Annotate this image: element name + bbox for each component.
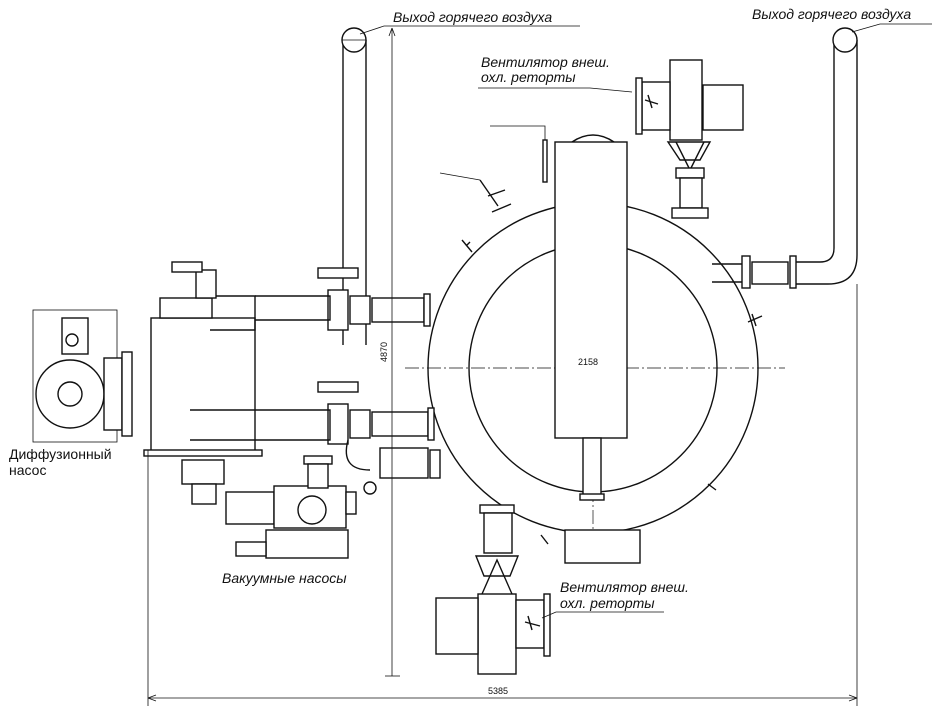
fan-bottom (435, 504, 551, 675)
retort-diameter-dimension: 2158 (578, 357, 599, 367)
fan-top-label-line1: Вентилятор внеш. (481, 54, 610, 70)
dimension-lines (147, 27, 858, 706)
hot-air-outlet-right-label: Выход горячего воздуха (752, 6, 912, 22)
hot-air-outlet-left-label: Выход горячего воздуха (393, 9, 553, 25)
hot-air-duct-right (712, 27, 858, 289)
diffusion-pump-assembly (32, 261, 331, 505)
fan-top (635, 59, 744, 219)
connecting-pipes (317, 267, 441, 495)
fan-bottom-label-line1: Вентилятор внеш. (560, 579, 689, 595)
vacuum-pumps-label: Вакуумные насосы (222, 570, 347, 586)
fan-top-label-line2: охл. реторты (481, 69, 576, 85)
fan-bottom-label-line2: охл. реторты (560, 595, 655, 611)
leader-lines (359, 23, 932, 619)
height-dimension: 4870 (379, 341, 389, 362)
diffusion-pump-label-line2: насос (9, 462, 47, 478)
width-dimension: 5385 (488, 686, 509, 696)
vacuum-pumps-assembly (225, 455, 357, 559)
retort-body (405, 125, 785, 564)
diffusion-pump-label-line1: Диффузионный (9, 446, 112, 462)
